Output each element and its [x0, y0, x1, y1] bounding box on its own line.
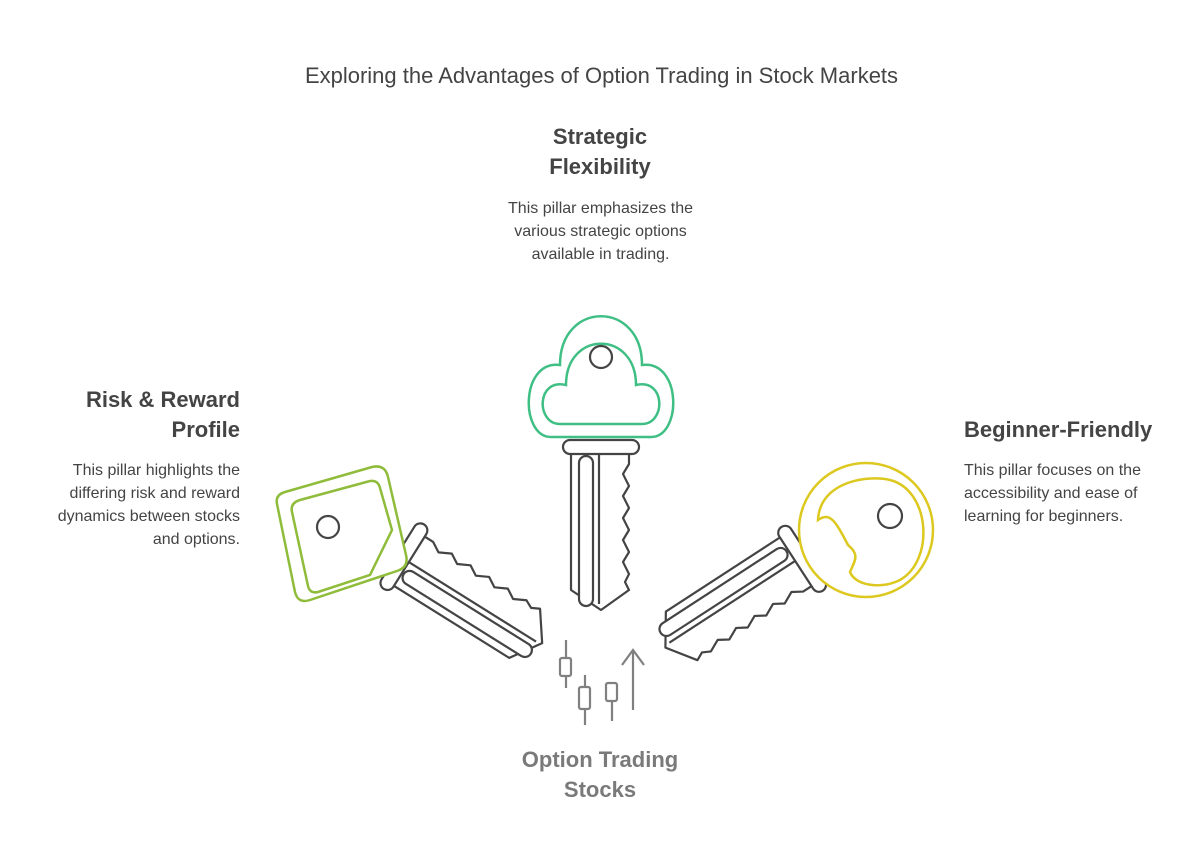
pillar-desc-risk: This pillar highlights the differing ris…: [57, 462, 240, 548]
pillar-heading-risk: Risk & Reward Profile: [85, 387, 240, 442]
center-label: Option Trading Stocks: [521, 747, 679, 802]
diagram-title: Exploring the Advantages of Option Tradi…: [304, 63, 899, 88]
strategic-flexibility-key-icon: [527, 315, 675, 612]
pillar-heading-strategic: Strategic Flexibility: [549, 124, 651, 179]
beginner-friendly-key-icon: [643, 461, 935, 681]
pillar-desc-beginner: This pillar focuses on the accessibility…: [964, 462, 1141, 525]
pillar-heading-beginner: Beginner-Friendly: [964, 417, 1153, 442]
candlestick-chart-icon: [558, 640, 645, 725]
pillar-desc-strategic: This pillar emphasizes the various strat…: [508, 200, 693, 263]
risk-reward-key-icon: [275, 465, 564, 677]
